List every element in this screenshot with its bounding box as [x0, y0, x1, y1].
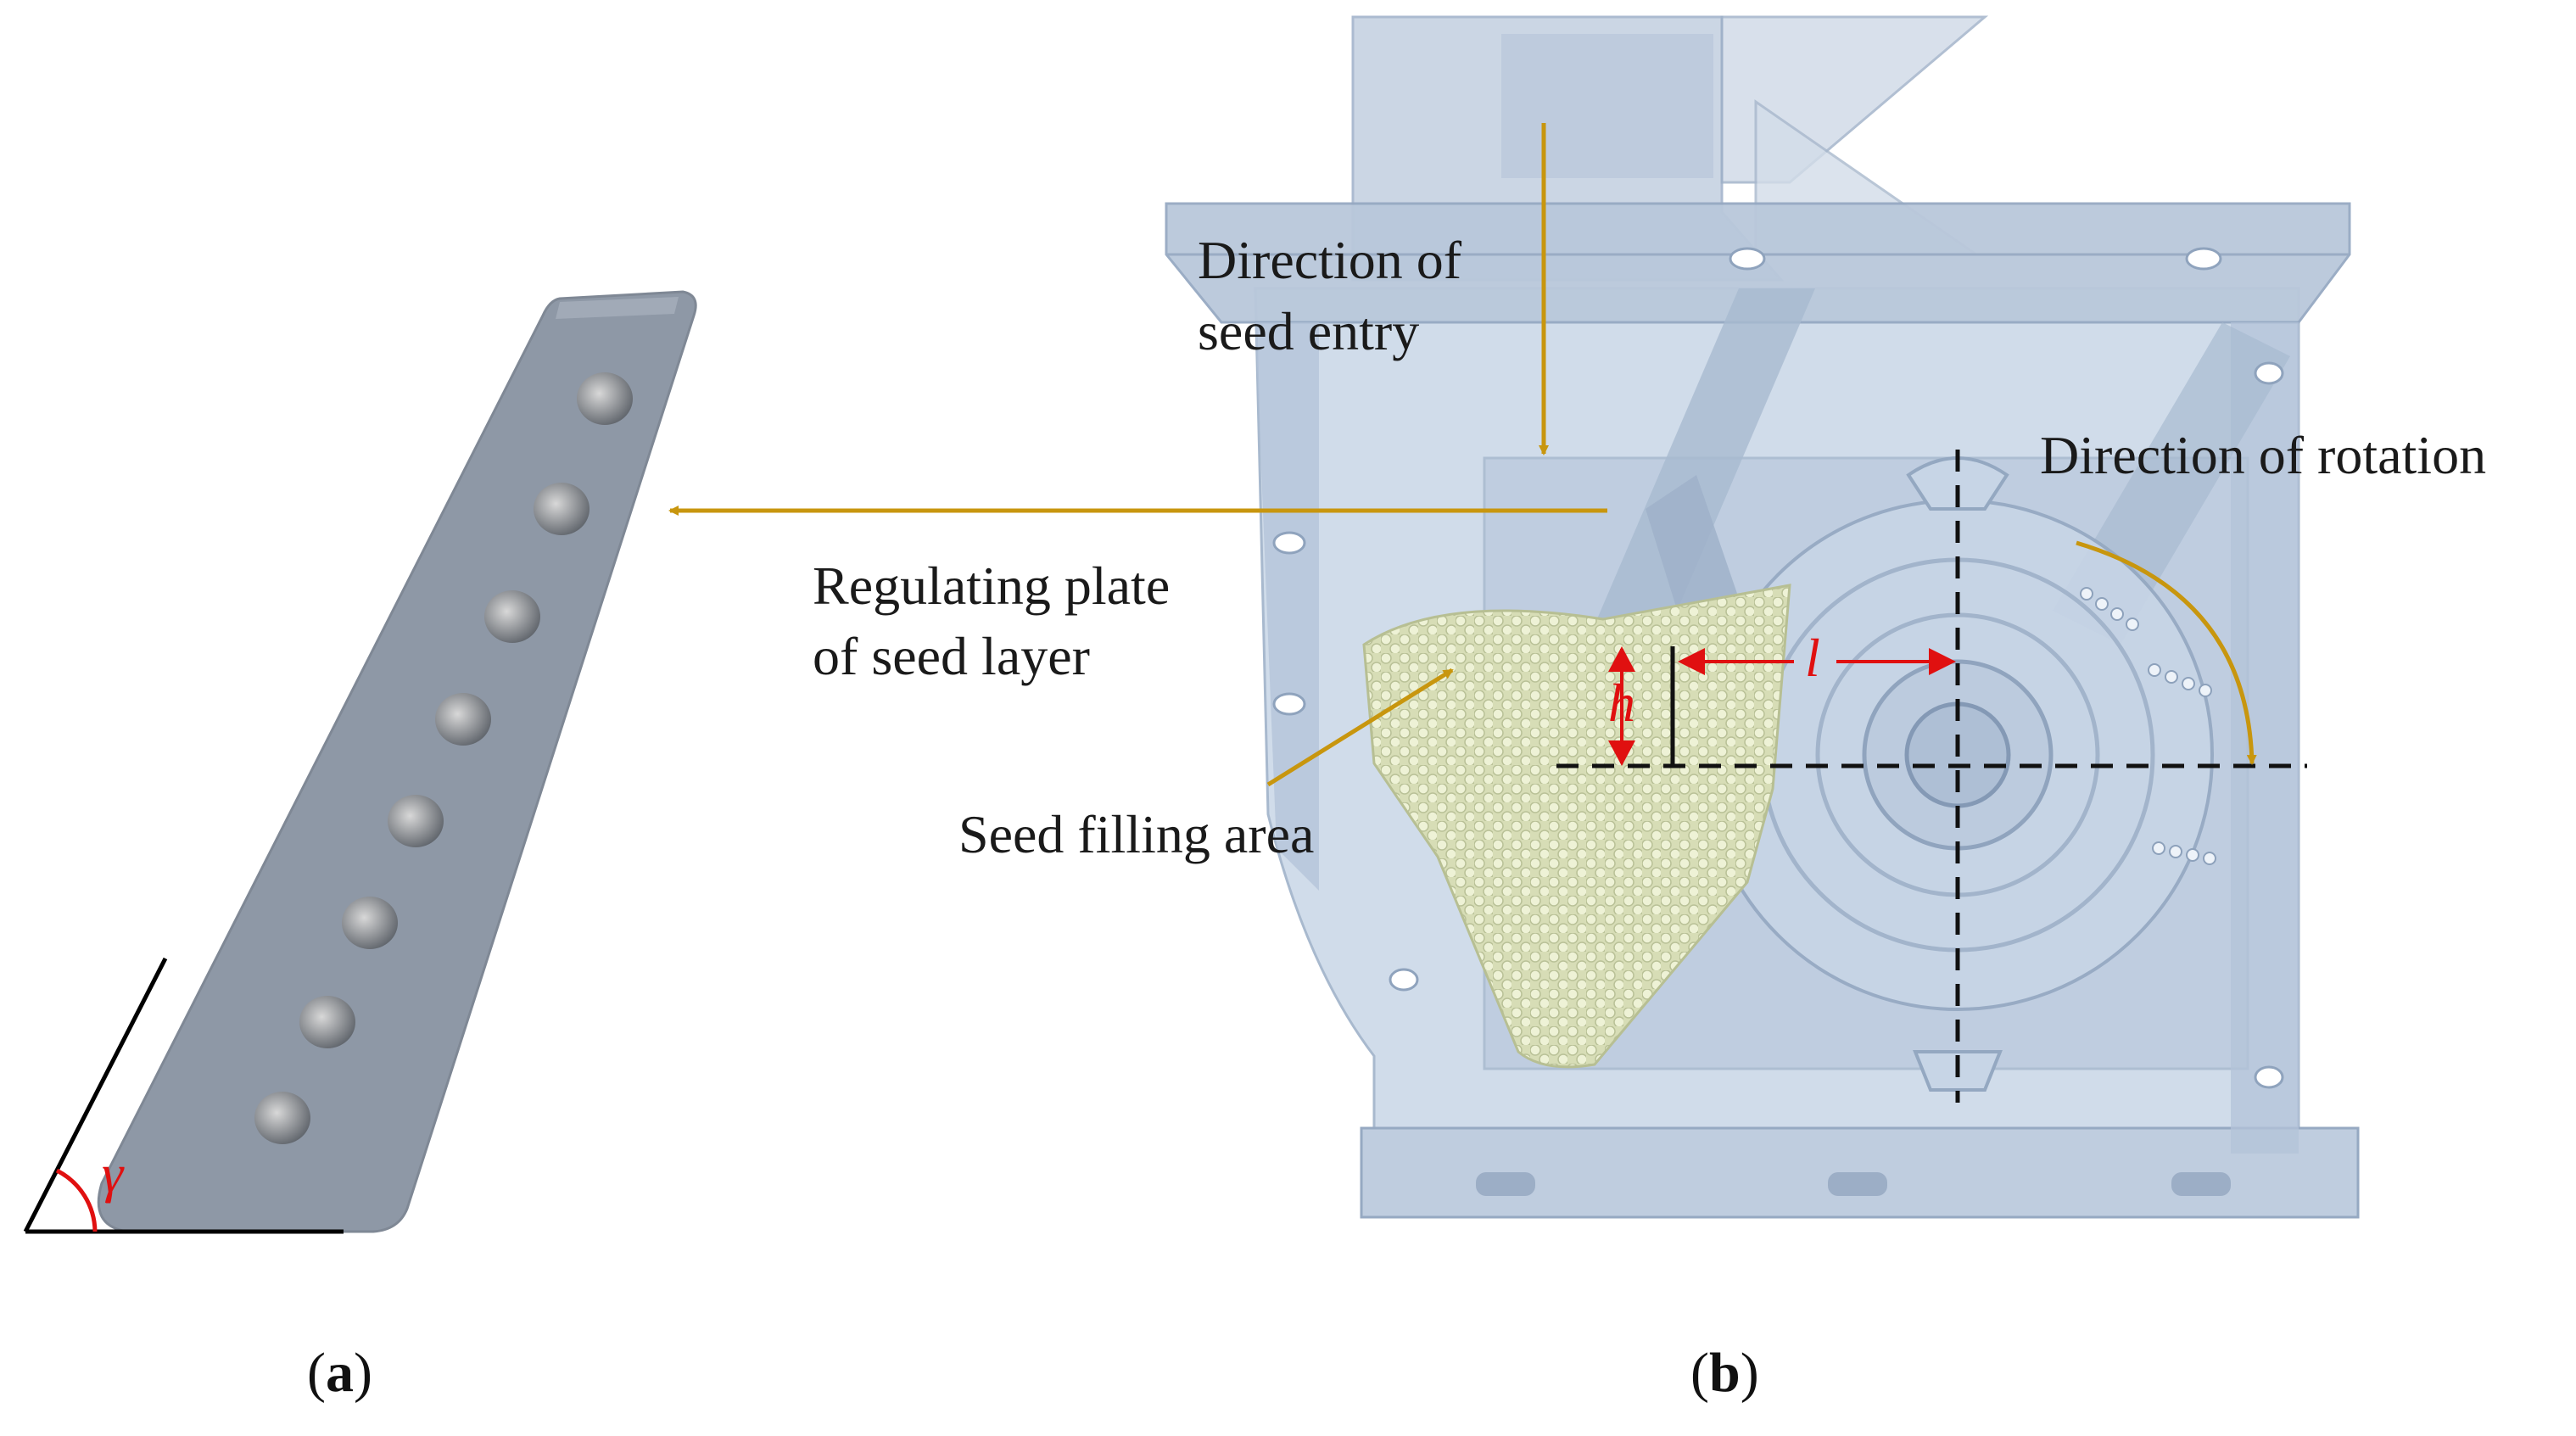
base-slot [1476, 1172, 1535, 1196]
h-symbol: h [1608, 673, 1635, 733]
filling-area-label: Seed filling area [958, 804, 1314, 864]
disc-hole [2110, 607, 2124, 621]
mount-hole [1272, 531, 1306, 555]
plate-hole [342, 897, 398, 949]
l-arrow-left [1678, 648, 1705, 675]
disc-hole [2165, 670, 2178, 684]
disc-hole [2203, 852, 2216, 865]
angle-arc [55, 1168, 98, 1232]
strut-left [1586, 288, 1815, 645]
disc-hole [2169, 845, 2182, 858]
regulating-plate-drawing: γ [23, 290, 697, 1234]
metering-device-drawing [1165, 15, 2360, 1219]
mount-hole [2254, 361, 2284, 385]
mount-hole [1729, 247, 1766, 271]
plate-hole [435, 693, 491, 746]
left-side-wall [1255, 322, 1319, 891]
seed-mass [1362, 584, 1791, 1069]
plate-hole [484, 590, 540, 643]
rotation-arrow [2076, 540, 2257, 765]
plate-hole [299, 996, 355, 1048]
plate-hole [254, 1092, 310, 1144]
mount-hole [2185, 247, 2222, 271]
disc-hole [2186, 848, 2199, 862]
h-arrow-up [1608, 646, 1635, 672]
mount-hole [2254, 1065, 2284, 1089]
panel-label-a: (a) [307, 1342, 372, 1404]
disc-top-tab [1906, 456, 2009, 511]
gamma-angle-marker: γ [23, 957, 344, 1234]
mount-hole [1389, 968, 1419, 992]
annotation-arrows [668, 123, 2257, 787]
plate-label-line2: of seed layer [813, 626, 1090, 686]
gamma-symbol: γ [102, 1143, 125, 1204]
hopper-inner [1501, 34, 1713, 178]
labels: Direction of seed entry Direction of rot… [813, 230, 2486, 864]
plate-hole [577, 372, 633, 425]
rotation-label: Direction of rotation [2040, 425, 2486, 485]
base-slot [2171, 1172, 2231, 1196]
disc-hole [2095, 597, 2109, 611]
seed-entry-label-line2: seed entry [1198, 301, 1419, 361]
dimension-l: l [1678, 628, 1956, 688]
l-symbol: l [1805, 628, 1820, 688]
plate-hole [534, 483, 590, 535]
mounting-holes [1272, 247, 2284, 1089]
disc-hole [2126, 617, 2139, 631]
plate-body [97, 290, 697, 1233]
base-slot [1828, 1172, 1887, 1196]
seed-entry-label-line1: Direction of [1198, 230, 1462, 290]
disc-hole [2152, 841, 2165, 855]
panel-label-b: (b) [1690, 1342, 1759, 1404]
angle-leg-slanted [23, 957, 168, 1233]
plate-label-line1: Regulating plate [813, 556, 1170, 616]
disc-hole-rows [2080, 587, 2216, 865]
center-lines [1556, 450, 2307, 1103]
disc-hole [2080, 587, 2093, 601]
h-arrow-down [1608, 740, 1635, 766]
l-arrow-right [1929, 648, 1956, 675]
plate-hole [388, 795, 444, 847]
plate-highlight [556, 297, 679, 319]
filling-area-arrow [1266, 668, 1454, 787]
disc-hole [2148, 663, 2161, 677]
disc-hole [2182, 677, 2195, 690]
right-side-wall [2231, 322, 2299, 1154]
plate-holes [254, 372, 633, 1144]
mount-hole [1272, 692, 1306, 716]
dimension-h: h [1608, 646, 1675, 766]
disc-hole [2199, 684, 2212, 697]
